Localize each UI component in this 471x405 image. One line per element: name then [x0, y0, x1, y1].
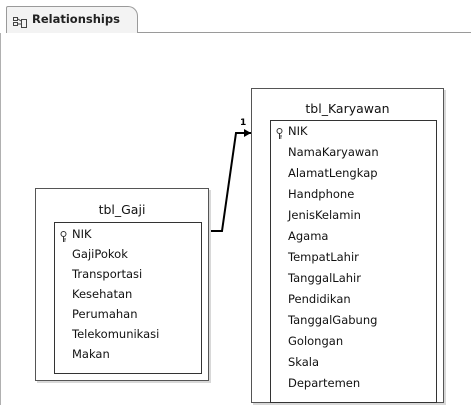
field-item[interactable]: TanggalGabung: [288, 313, 378, 327]
document-tab-strip: Relationships: [0, 0, 471, 34]
table-box-gaji[interactable]: tbl_Gaji NIK GajiPokok Transportasi Kese…: [35, 188, 209, 381]
field-list[interactable]: NIK GajiPokok Transportasi Kesehatan Per…: [54, 222, 202, 374]
table-title[interactable]: tbl_Gaji: [98, 202, 146, 217]
field-item[interactable]: TempatLahir: [288, 250, 359, 264]
field-item-key[interactable]: NIK: [72, 227, 92, 241]
field-item[interactable]: AlamatLengkap: [288, 166, 378, 180]
primary-key-icon: [59, 228, 68, 242]
field-item[interactable]: Skala: [288, 355, 320, 369]
field-item[interactable]: Transportasi: [72, 267, 143, 281]
relationships-icon: [13, 14, 27, 28]
table-title[interactable]: tbl_Karyawan: [305, 101, 390, 116]
relationships-tab[interactable]: Relationships: [6, 6, 138, 33]
field-item[interactable]: Kesehatan: [72, 287, 133, 301]
field-item[interactable]: NamaKaryawan: [288, 145, 379, 159]
field-item[interactable]: Makan: [72, 347, 110, 361]
tab-label: Relationships: [32, 12, 120, 26]
field-item-key[interactable]: NIK: [288, 124, 308, 138]
field-item[interactable]: TanggalLahir: [288, 271, 361, 285]
relationship-right-cardinality: 1: [240, 118, 247, 128]
primary-key-icon: [275, 125, 284, 139]
field-item[interactable]: Handphone: [288, 187, 355, 201]
field-item[interactable]: Telekomunikasi: [72, 327, 160, 341]
field-item[interactable]: GajiPokok: [72, 247, 128, 261]
field-item[interactable]: Golongan: [288, 334, 344, 348]
field-item[interactable]: Agama: [288, 229, 329, 243]
table-box-karyawan[interactable]: tbl_Karyawan NIK NamaKaryawan AlamatLeng…: [251, 88, 444, 403]
field-item[interactable]: Perumahan: [72, 307, 138, 321]
field-list[interactable]: NIK NamaKaryawan AlamatLengkap Handphone…: [270, 120, 437, 403]
field-item[interactable]: Departemen: [288, 376, 361, 390]
tab-divider: [137, 32, 471, 33]
field-item[interactable]: JenisKelamin: [288, 208, 361, 222]
field-item[interactable]: Pendidikan: [288, 292, 351, 306]
